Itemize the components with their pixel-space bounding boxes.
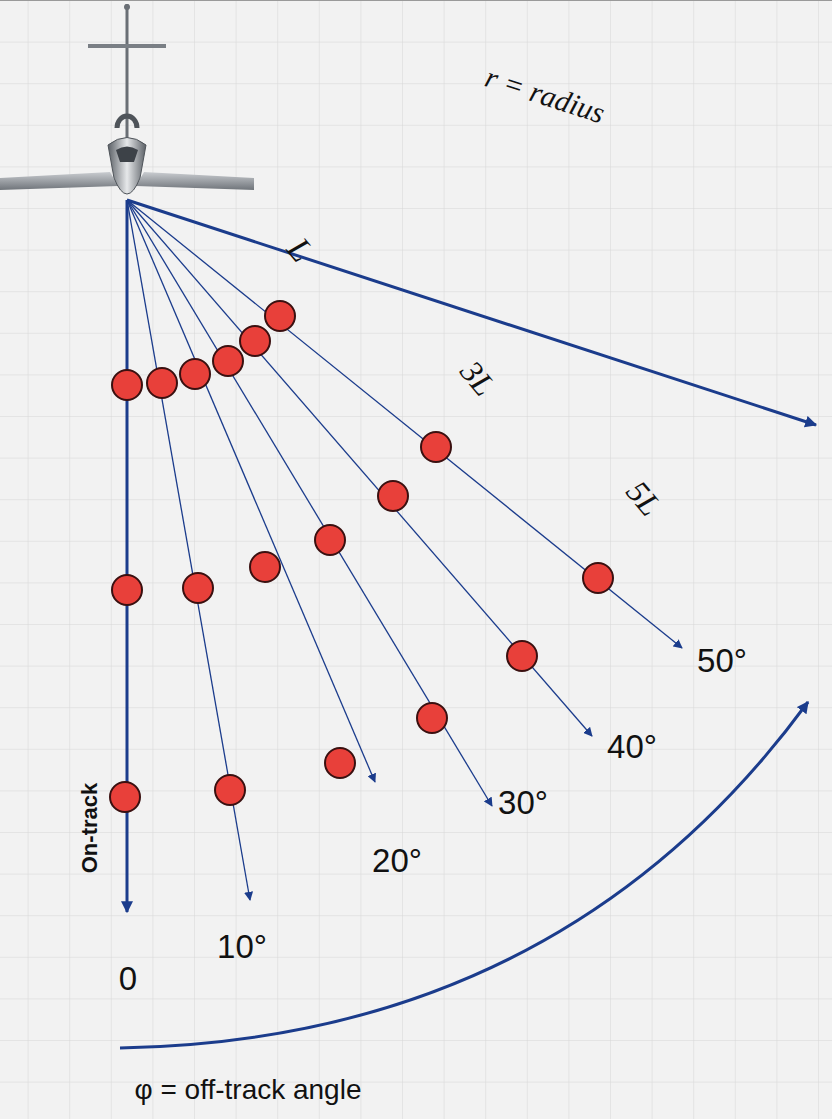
data-point — [265, 301, 295, 331]
data-point — [507, 641, 537, 671]
data-point — [215, 775, 245, 805]
data-point — [213, 346, 243, 376]
aircraft — [0, 4, 254, 194]
data-point — [110, 782, 140, 812]
data-point — [421, 432, 451, 462]
data-point — [325, 748, 355, 778]
rays — [127, 200, 682, 900]
angle-label: 0 — [119, 962, 137, 995]
radius-label: r = radius — [482, 62, 609, 129]
angle-ray — [127, 200, 592, 736]
axis-label: On-track — [79, 783, 101, 873]
distance-label: 5L — [621, 475, 667, 521]
angle-label: 20° — [372, 844, 422, 877]
angle-label: 40° — [607, 730, 657, 763]
angle-arrow — [120, 702, 808, 1048]
data-point — [112, 370, 142, 400]
data-point — [250, 552, 280, 582]
data-point — [378, 481, 408, 511]
angle-ray — [127, 200, 250, 900]
data-point — [112, 575, 142, 605]
distance-label: 3L — [455, 355, 501, 401]
data-point — [180, 359, 210, 389]
data-points — [110, 301, 613, 812]
radius-arrow — [127, 200, 816, 425]
caption-label: φ = off-track angle — [135, 1076, 362, 1104]
angle-ray — [127, 200, 375, 782]
angle-label: 50° — [697, 644, 747, 677]
data-point — [583, 563, 613, 593]
angle-ray — [127, 200, 492, 806]
top-border — [0, 0, 832, 1]
data-point — [147, 368, 177, 398]
angle-label: 30° — [498, 786, 548, 819]
angle-label: 10° — [217, 930, 267, 963]
data-point — [315, 525, 345, 555]
distance-label: L — [281, 232, 319, 268]
data-point — [417, 703, 447, 733]
data-point — [240, 326, 270, 356]
data-point — [183, 573, 213, 603]
angle-ray — [127, 200, 682, 648]
